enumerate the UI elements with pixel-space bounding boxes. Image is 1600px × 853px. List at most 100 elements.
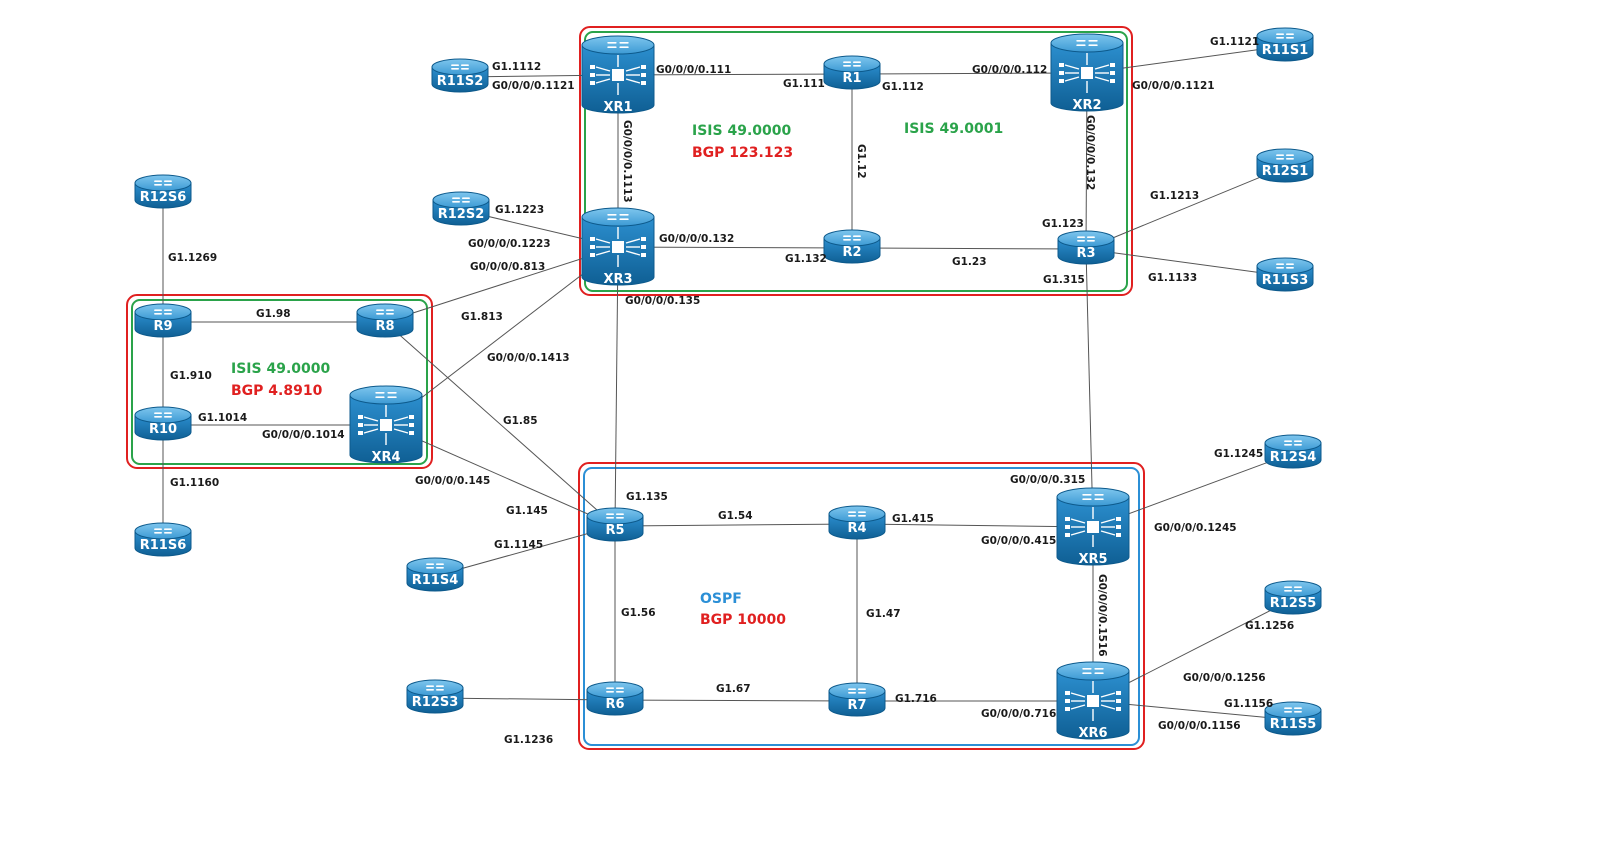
- router-label: R12S3: [412, 695, 459, 710]
- router-label: R12S5: [1270, 596, 1317, 611]
- router-r11s4[interactable]: R11S4: [406, 557, 464, 592]
- router-xr6[interactable]: XR6: [1056, 661, 1130, 741]
- router-r5[interactable]: R5: [586, 507, 644, 542]
- link-r12s3-r6: [434, 697, 616, 701]
- router-label: XR5: [1078, 552, 1107, 567]
- router-xr1[interactable]: XR1: [581, 35, 655, 115]
- link-r4-xr5: [856, 523, 1094, 528]
- if-label: G0/0/0/0.315: [1010, 474, 1085, 486]
- router-r12s4[interactable]: R12S4: [1264, 434, 1322, 469]
- router-label: R9: [153, 319, 172, 334]
- if-label: G0/0/0/0.1223: [468, 238, 551, 250]
- if-label: G1.54: [718, 510, 753, 522]
- bottom-ospf-label: OSPF: [700, 591, 742, 607]
- if-label: G1.1145: [494, 539, 543, 551]
- if-label: G1.111: [783, 78, 825, 90]
- router-r6[interactable]: R6: [586, 681, 644, 716]
- if-label: G1.1256: [1245, 620, 1294, 632]
- link-xr4-xr3: [385, 246, 619, 426]
- router-r9[interactable]: R9: [134, 303, 192, 338]
- link-xr1-r1: [617, 73, 853, 76]
- router-r10[interactable]: R10: [134, 406, 192, 441]
- if-label: G1.1245: [1214, 448, 1263, 460]
- if-label: G1.1112: [492, 61, 541, 73]
- link-r8-xr3: [384, 246, 619, 323]
- router-r11s1[interactable]: R11S1: [1256, 27, 1314, 62]
- if-label: G1.813: [461, 311, 503, 323]
- if-label: G1.1269: [168, 252, 217, 264]
- router-label: R4: [847, 521, 866, 536]
- router-r7[interactable]: R7: [828, 682, 886, 717]
- if-label: G1.67: [716, 683, 751, 695]
- router-label: XR1: [603, 100, 632, 115]
- link-xr3-r5: [614, 246, 619, 527]
- if-label: G1.112: [882, 81, 924, 93]
- router-xr3[interactable]: XR3: [581, 207, 655, 287]
- if-label: G1.56: [621, 607, 656, 619]
- router-label: R12S4: [1270, 450, 1317, 465]
- if-label: G0/0/0/0.132: [1084, 115, 1096, 190]
- if-label: G0/0/0/0.1256: [1183, 672, 1266, 684]
- if-label: G1.1213: [1150, 190, 1199, 202]
- top-isis-second-label: ISIS 49.0001: [904, 121, 1003, 137]
- if-label: G0/0/0/0.1245: [1154, 522, 1237, 534]
- router-r11s5[interactable]: R11S5: [1264, 701, 1322, 736]
- router-label: R11S3: [1262, 273, 1309, 288]
- if-label: G1.1236: [504, 734, 553, 746]
- if-label: G1.415: [892, 513, 934, 525]
- router-r12s2[interactable]: R12S2: [432, 191, 490, 226]
- if-label: G0/0/0/0.1014: [262, 429, 345, 441]
- router-r2[interactable]: R2: [823, 229, 881, 264]
- link-r6-r7: [614, 699, 858, 702]
- if-label: G1.145: [506, 505, 548, 517]
- top-bgp-label: BGP 123.123: [692, 145, 793, 161]
- router-r11s6[interactable]: R11S6: [134, 522, 192, 557]
- router-label: XR3: [603, 272, 632, 287]
- if-label: G1.1223: [495, 204, 544, 216]
- router-r8[interactable]: R8: [356, 303, 414, 338]
- bottom-bgp-label: BGP 10000: [700, 612, 786, 628]
- if-label: G0/0/0/0.813: [470, 261, 545, 273]
- if-label: G0/0/0/0.145: [415, 475, 490, 487]
- router-r12s5[interactable]: R12S5: [1264, 580, 1322, 615]
- link-r3-r12s1: [1085, 166, 1286, 250]
- if-label: G1.1133: [1148, 272, 1197, 284]
- if-label: G0/0/0/0.1413: [487, 352, 570, 364]
- link-xr4-r5: [385, 424, 616, 527]
- if-label: G1.910: [170, 370, 212, 382]
- left-isis-label: ISIS 49.0000: [231, 361, 330, 377]
- router-r12s6[interactable]: R12S6: [134, 174, 192, 209]
- router-r12s3[interactable]: R12S3: [406, 679, 464, 714]
- link-r2-r3: [851, 247, 1087, 250]
- router-label: R12S6: [140, 190, 187, 205]
- top-domain-inner-outline: [584, 31, 1128, 292]
- left-domain-inner-outline: [131, 299, 428, 465]
- if-label: G1.132: [785, 253, 827, 265]
- router-r4[interactable]: R4: [828, 505, 886, 540]
- link-r3-xr5: [1085, 248, 1094, 528]
- router-xr4[interactable]: XR4: [349, 385, 423, 465]
- link-r1-xr2: [851, 72, 1088, 75]
- router-r12s1[interactable]: R12S1: [1256, 148, 1314, 183]
- router-r11s3[interactable]: R11S3: [1256, 257, 1314, 292]
- link-r8-r5: [384, 321, 616, 527]
- if-label: G1.135: [626, 491, 668, 503]
- router-label: R11S4: [412, 573, 459, 588]
- router-r1[interactable]: R1: [823, 55, 881, 90]
- if-label: G1.98: [256, 308, 291, 320]
- if-label: G0/0/0/0.1516: [1096, 574, 1108, 657]
- router-xr2[interactable]: XR2: [1050, 33, 1124, 113]
- router-r3[interactable]: R3: [1057, 230, 1115, 265]
- domain-outlines: [126, 26, 1145, 750]
- if-label: G0/0/0/0.112: [972, 64, 1047, 76]
- router-xr5[interactable]: XR5: [1056, 487, 1130, 567]
- router-r11s2[interactable]: R11S2: [431, 58, 489, 93]
- link-r5-r4: [614, 523, 858, 527]
- if-label: G1.85: [503, 415, 538, 427]
- top-isis-label: ISIS 49.0000: [692, 123, 791, 139]
- router-label: XR2: [1072, 98, 1101, 113]
- interface-labels: G1.1112 G0/0/0/0.1121 G0/0/0/0.111 G1.11…: [168, 36, 1294, 746]
- router-label: R7: [847, 698, 866, 713]
- router-label: XR6: [1078, 726, 1107, 741]
